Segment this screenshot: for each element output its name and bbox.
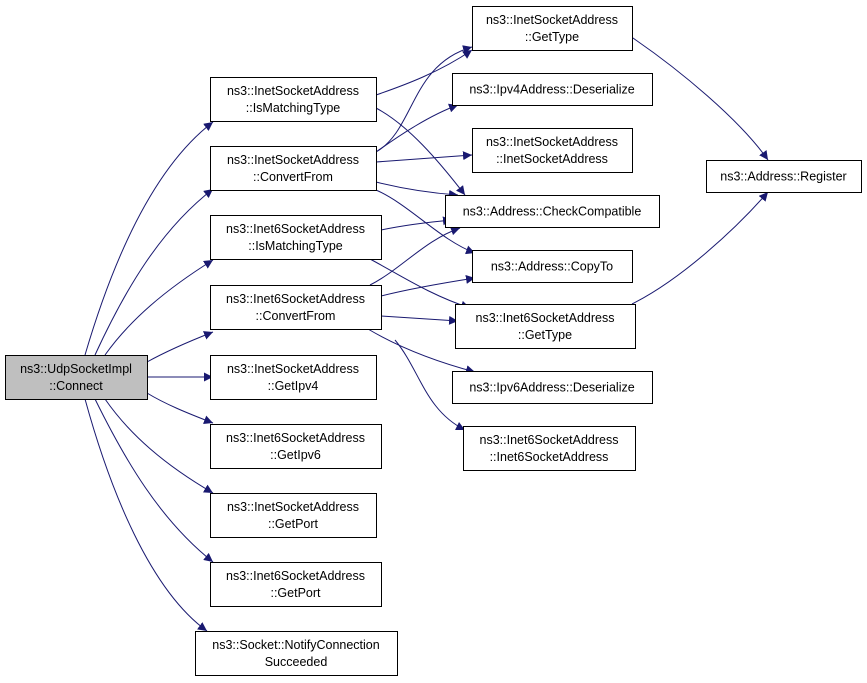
edge-inet6_ismatching-to-inet6_gettype bbox=[369, 258, 471, 310]
node-label-line: ns3::Inet6SocketAddress bbox=[480, 433, 619, 447]
edge-inet6_gettype-to-addr_register bbox=[631, 191, 769, 305]
node-label-line: ns3::InetSocketAddress bbox=[486, 13, 618, 27]
node-box bbox=[210, 562, 382, 607]
edge-inet6_ismatching-to-addr_checkcompat bbox=[380, 216, 453, 231]
edge-udp_connect-to-inet6_convertfrom bbox=[146, 331, 214, 363]
node-box bbox=[195, 631, 398, 676]
node-label-line: ns3::Address::Register bbox=[720, 170, 846, 184]
node-label-line: ::GetIpv4 bbox=[268, 379, 319, 393]
node-label-line: ns3::Inet6SocketAddress bbox=[476, 311, 615, 325]
edge-udp_connect-to-inet_ismatching bbox=[84, 121, 214, 356]
edge-udp_connect-to-inet6_ismatching bbox=[104, 259, 214, 356]
node-label-line: ns3::Inet6SocketAddress bbox=[226, 431, 365, 445]
node-label-line: ns3::InetSocketAddress bbox=[227, 500, 359, 514]
edge-inet_convertfrom-to-addr_checkcompat bbox=[375, 181, 459, 199]
edge-inet6_convertfrom-to-inet6_gettype bbox=[380, 315, 459, 325]
node-addr_checkcompat[interactable]: ns3::Address::CheckCompatible bbox=[445, 195, 660, 228]
node-label-line: ns3::Ipv4Address::Deserialize bbox=[469, 83, 634, 97]
node-label-line: ::GetPort bbox=[270, 586, 321, 600]
edge-inet_convertfrom-to-addr_copyto bbox=[375, 189, 476, 255]
node-box bbox=[472, 128, 633, 173]
node-udp_connect[interactable]: ns3::UdpSocketImpl::Connect bbox=[5, 355, 148, 400]
node-inet6_ctor[interactable]: ns3::Inet6SocketAddress::Inet6SocketAddr… bbox=[463, 426, 636, 471]
node-box bbox=[452, 371, 653, 404]
node-inet6_getipv6[interactable]: ns3::Inet6SocketAddress::GetIpv6 bbox=[210, 424, 382, 469]
node-box bbox=[706, 160, 862, 193]
node-label-line: ns3::Inet6SocketAddress bbox=[226, 292, 365, 306]
node-box bbox=[210, 285, 382, 330]
node-inet_ismatching[interactable]: ns3::InetSocketAddress::IsMatchingType bbox=[210, 77, 377, 122]
node-label-line: ns3::Inet6SocketAddress bbox=[226, 222, 365, 236]
node-addr_copyto[interactable]: ns3::Address::CopyTo bbox=[472, 250, 633, 283]
node-label-line: ns3::Ipv6Address::Deserialize bbox=[469, 381, 634, 395]
node-label-line: ::Inet6SocketAddress bbox=[490, 450, 609, 464]
node-label-line: Succeeded bbox=[265, 655, 328, 669]
node-inet_getipv4[interactable]: ns3::InetSocketAddress::GetIpv4 bbox=[210, 355, 377, 400]
node-label-line: ns3::InetSocketAddress bbox=[227, 153, 359, 167]
node-label-line: ::Connect bbox=[49, 379, 103, 393]
node-inet_getport[interactable]: ns3::InetSocketAddress::GetPort bbox=[210, 493, 377, 538]
edge-inet6_convertfrom-to-ipv6_deserialize bbox=[367, 328, 476, 375]
edge-inet6_convertfrom-to-inet6_ctor bbox=[394, 339, 466, 431]
nodes-layer: ns3::UdpSocketImpl::Connectns3::InetSock… bbox=[5, 6, 862, 676]
node-inet6_convertfrom[interactable]: ns3::Inet6SocketAddress::ConvertFrom bbox=[210, 285, 382, 330]
node-label-line: ns3::Address::CheckCompatible bbox=[463, 205, 642, 219]
node-label-line: ::ConvertFrom bbox=[253, 170, 333, 184]
node-box bbox=[445, 195, 660, 228]
node-inet6_gettype[interactable]: ns3::Inet6SocketAddress::GetType bbox=[455, 304, 636, 349]
node-inet6_ismatching[interactable]: ns3::Inet6SocketAddress::IsMatchingType bbox=[210, 215, 382, 260]
edge-inet_convertfrom-to-inet_gettype bbox=[375, 45, 473, 153]
node-ipv4_deserialize[interactable]: ns3::Ipv4Address::Deserialize bbox=[452, 73, 653, 106]
edge-inet_convertfrom-to-ipv4_deserialize bbox=[375, 103, 459, 153]
node-label-line: ::IsMatchingType bbox=[248, 239, 343, 253]
node-label-line: ns3::Socket::NotifyConnection bbox=[212, 638, 379, 652]
node-box bbox=[472, 6, 633, 51]
node-inet_gettype[interactable]: ns3::InetSocketAddress::GetType bbox=[472, 6, 633, 51]
node-box bbox=[5, 355, 148, 400]
node-label-line: ns3::UdpSocketImpl bbox=[20, 362, 132, 376]
edge-inet_ismatching-to-addr_checkcompat bbox=[375, 107, 466, 196]
node-box bbox=[210, 493, 377, 538]
node-box bbox=[210, 77, 377, 122]
edge-inet_ismatching-to-inet_gettype bbox=[375, 49, 473, 96]
node-label-line: ::InetSocketAddress bbox=[496, 152, 608, 166]
node-label-line: ::ConvertFrom bbox=[256, 309, 336, 323]
node-box bbox=[472, 250, 633, 283]
node-label-line: ::GetPort bbox=[268, 517, 319, 531]
node-label-line: ::IsMatchingType bbox=[246, 101, 341, 115]
node-label-line: ns3::InetSocketAddress bbox=[227, 362, 359, 376]
node-box bbox=[210, 424, 382, 469]
node-label-line: ::GetType bbox=[525, 30, 579, 44]
node-box bbox=[455, 304, 636, 349]
node-box bbox=[210, 355, 377, 400]
edge-udp_connect-to-inet_convertfrom bbox=[94, 188, 214, 356]
edge-udp_connect-to-inet6_getport bbox=[94, 398, 214, 563]
node-addr_register[interactable]: ns3::Address::Register bbox=[706, 160, 862, 193]
node-label-line: ns3::InetSocketAddress bbox=[486, 135, 618, 149]
node-box bbox=[463, 426, 636, 471]
node-label-line: ns3::Inet6SocketAddress bbox=[226, 569, 365, 583]
edge-udp_connect-to-inet_getport bbox=[104, 398, 214, 494]
edge-inet_convertfrom-to-inet_ctor bbox=[375, 151, 473, 163]
edge-udp_connect-to-inet6_getipv6 bbox=[146, 392, 214, 424]
node-box bbox=[452, 73, 653, 106]
node-box bbox=[210, 215, 382, 260]
node-box bbox=[210, 146, 377, 191]
node-label-line: ns3::Address::CopyTo bbox=[491, 260, 613, 274]
edge-inet_gettype-to-addr_register bbox=[629, 35, 769, 161]
node-inet_ctor[interactable]: ns3::InetSocketAddress::InetSocketAddres… bbox=[472, 128, 633, 173]
edges-layer bbox=[84, 35, 769, 632]
node-inet6_getport[interactable]: ns3::Inet6SocketAddress::GetPort bbox=[210, 562, 382, 607]
node-label-line: ns3::InetSocketAddress bbox=[227, 84, 359, 98]
node-label-line: ::GetType bbox=[518, 328, 572, 342]
node-inet_convertfrom[interactable]: ns3::InetSocketAddress::ConvertFrom bbox=[210, 146, 377, 191]
edge-inet6_convertfrom-to-addr_checkcompat bbox=[369, 226, 461, 286]
edge-inet6_convertfrom-to-addr_copyto bbox=[380, 274, 476, 297]
node-ipv6_deserialize[interactable]: ns3::Ipv6Address::Deserialize bbox=[452, 371, 653, 404]
edge-udp_connect-to-socket_notify bbox=[84, 398, 208, 632]
node-label-line: ::GetIpv6 bbox=[270, 448, 321, 462]
